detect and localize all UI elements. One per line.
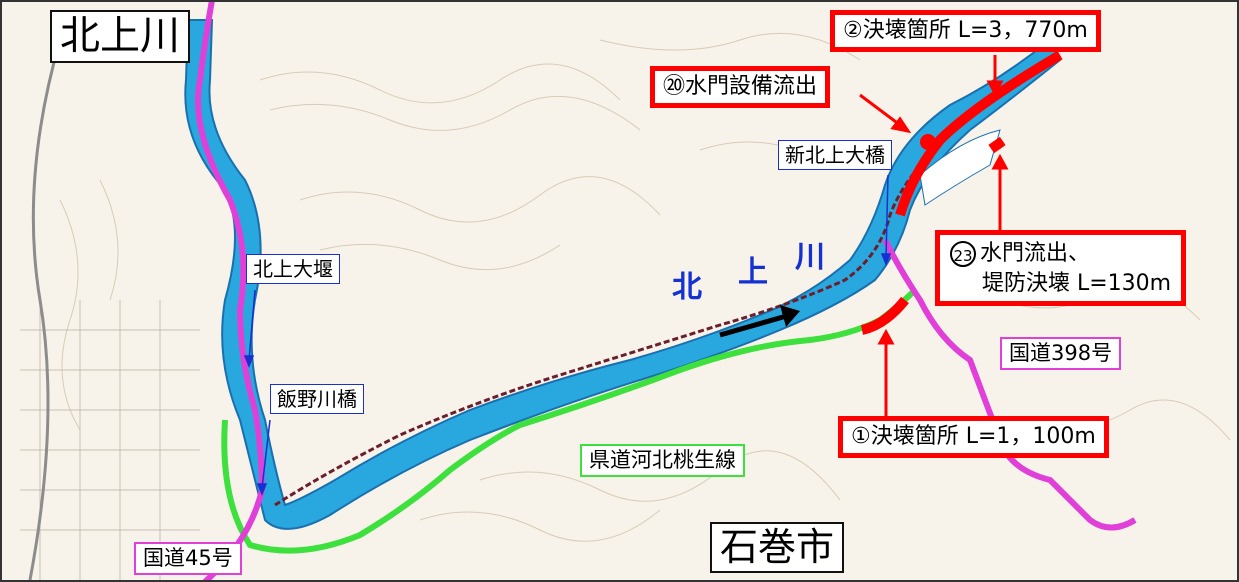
- prefectural-road-line: [221, 287, 918, 554]
- river-name-char-2: 上: [738, 255, 768, 290]
- breach-1-segment: [860, 296, 909, 335]
- bridge-iino-label: 飯野川橋: [270, 384, 364, 414]
- river-title-label: 北上川: [50, 10, 190, 63]
- breach-2-label: ②決壊箇所 L=3，770m: [830, 10, 1101, 52]
- river-name-char-1: 北: [672, 270, 702, 305]
- gate-23-number-badge: 23: [950, 241, 976, 267]
- gate-20-label: ⑳水門設備流出: [650, 66, 831, 108]
- flow-arrow-icon: [719, 305, 800, 338]
- prefectural-road-label: 県道河北桃生線: [580, 444, 745, 477]
- gate-23-line-2: 堤防決壊 L=130m: [982, 271, 1172, 296]
- breach-2-segment: [895, 50, 1063, 217]
- red-pointers: [859, 55, 1009, 425]
- route-398-label: 国道398号: [1000, 337, 1122, 370]
- railway-line: [28, 39, 62, 581]
- blue-pointers: [243, 174, 892, 497]
- breach-dot-icon: [920, 134, 936, 150]
- gate-23-text-1: 水門流出、: [980, 241, 1091, 266]
- weir-label: 北上大堰: [246, 254, 340, 284]
- gate-23-marker: [988, 136, 1006, 154]
- levee-line: [274, 133, 951, 507]
- route-45-label: 国道45号: [134, 542, 242, 575]
- urban-grid: [20, 300, 200, 580]
- bridge-shin-label: 新北上大橋: [778, 140, 892, 170]
- river-name-char-3: 川: [795, 240, 825, 275]
- breach-1-label: ①決壊箇所 L=1，100m: [838, 416, 1109, 458]
- city-label: 石巻市: [710, 522, 845, 573]
